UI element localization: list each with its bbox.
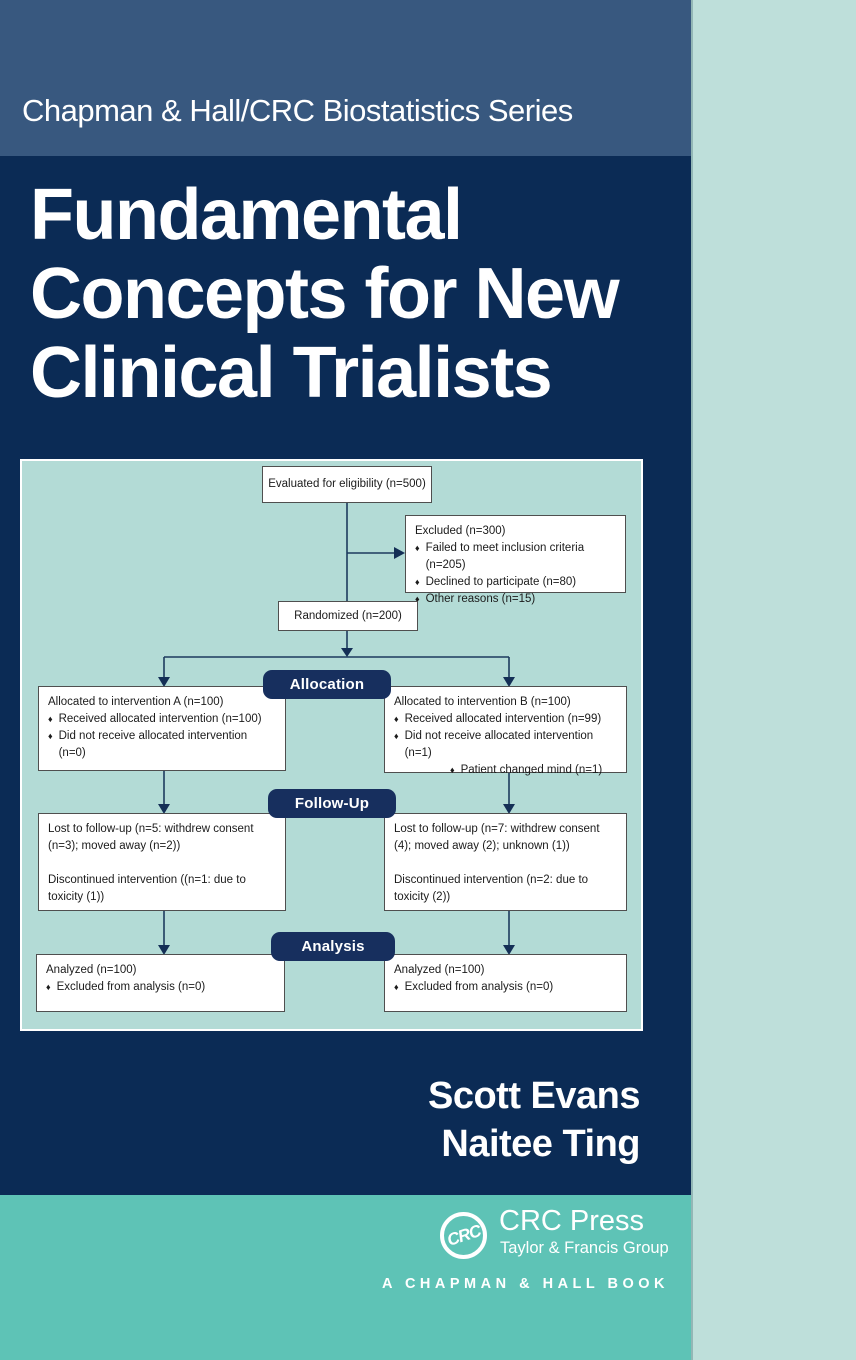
publisher-group: Taylor & Francis Group bbox=[500, 1239, 669, 1257]
diamond-bullet-icon: ♦ bbox=[48, 714, 53, 724]
analysis-b-box: Analyzed (n=100) ♦ Excluded from analysi… bbox=[384, 954, 627, 1012]
allocation-a-title: Allocated to intervention A (n=100) bbox=[48, 696, 224, 708]
author-name: Naitee Ting bbox=[441, 1123, 640, 1165]
analysis-a-title: Analyzed (n=100) bbox=[46, 964, 137, 976]
publisher-name: CRC Press bbox=[499, 1205, 645, 1237]
connector-lines bbox=[158, 503, 515, 955]
diamond-bullet-icon: ♦ bbox=[394, 731, 399, 741]
allocation-a-box: Allocated to intervention A (n=100) ♦ Re… bbox=[38, 686, 286, 771]
crc-monogram: CRC bbox=[444, 1220, 483, 1250]
allocation-a-bullet: ♦ Received allocated intervention (n=100… bbox=[48, 711, 276, 728]
diamond-bullet-icon: ♦ bbox=[450, 765, 455, 775]
eligibility-text: Evaluated for eligibility (n=500) bbox=[268, 478, 426, 490]
diamond-bullet-icon: ♦ bbox=[415, 577, 420, 587]
cover-main-area: Fundamental Concepts for New Clinical Tr… bbox=[0, 156, 691, 1195]
series-band: Chapman & Hall/CRC Biostatistics Series bbox=[0, 0, 691, 156]
excluded-bullet: ♦ Other reasons (n=15) bbox=[415, 591, 616, 608]
allocation-b-sub-bullet: ♦ Patient changed mind (n=1) bbox=[450, 762, 617, 779]
diamond-bullet-icon: ♦ bbox=[394, 714, 399, 724]
diamond-bullet-icon: ♦ bbox=[48, 731, 53, 741]
excluded-box: Excluded (n=300) ♦ Failed to meet inclus… bbox=[405, 515, 626, 605]
series-title: Chapman & Hall/CRC Biostatistics Series bbox=[22, 93, 573, 128]
diamond-bullet-icon: ♦ bbox=[415, 594, 420, 604]
followup-a-box: Lost to follow-up (n=5: withdrew consent… bbox=[38, 813, 286, 911]
allocation-a-bullet: ♦ Did not receive allocated intervention… bbox=[48, 730, 248, 759]
authors-block: Scott Evans Naitee Ting bbox=[0, 1072, 641, 1168]
excluded-title: Excluded (n=300) bbox=[415, 525, 506, 537]
allocation-b-bullet: ♦ Received allocated intervention (n=99) bbox=[394, 711, 617, 728]
followup-b-discontinued: Discontinued intervention (n=2: due to t… bbox=[394, 874, 589, 903]
eligibility-box: Evaluated for eligibility (n=500) bbox=[262, 466, 432, 503]
randomized-text: Randomized (n=200) bbox=[294, 609, 402, 622]
diamond-bullet-icon: ♦ bbox=[46, 982, 51, 992]
allocation-b-box: Allocated to intervention B (n=100) ♦ Re… bbox=[384, 686, 627, 776]
author-name: Scott Evans bbox=[427, 1075, 641, 1117]
book-title: Fundamental Concepts for New Clinical Tr… bbox=[30, 175, 620, 413]
analysis-b-title: Analyzed (n=100) bbox=[394, 964, 485, 976]
book-title-line-2: Concepts for New bbox=[30, 254, 620, 334]
diamond-bullet-icon: ♦ bbox=[394, 982, 399, 992]
analysis-b-bullet: ♦ Excluded from analysis (n=0) bbox=[394, 979, 617, 996]
allocation-b-title: Allocated to intervention B (n=100) bbox=[394, 696, 571, 708]
analysis-stage-label: Analysis bbox=[271, 932, 395, 961]
crc-logo: CRC bbox=[440, 1212, 487, 1259]
followup-b-lost: Lost to follow-up (n=7: withdrew consent… bbox=[394, 823, 600, 852]
book-title-line-1: Fundamental bbox=[30, 175, 463, 255]
followup-b-box: Lost to follow-up (n=7: withdrew consent… bbox=[384, 813, 627, 911]
analysis-a-bullet: ♦ Excluded from analysis (n=0) bbox=[46, 979, 275, 996]
randomized-box: Randomized (n=200) bbox=[278, 601, 418, 631]
publisher-footer: CRC CRC Press Taylor & Francis Group A C… bbox=[0, 1195, 691, 1360]
imprint-line: A CHAPMAN & HALL BOOK bbox=[382, 1276, 670, 1292]
followup-stage-label: Follow-Up bbox=[268, 789, 396, 818]
allocation-stage-label: Allocation bbox=[263, 670, 391, 699]
diamond-bullet-icon: ♦ bbox=[415, 543, 420, 553]
allocation-b-bullet: ♦ Did not receive allocated intervention… bbox=[394, 730, 594, 759]
excluded-bullet: ♦ Declined to participate (n=80) bbox=[415, 574, 616, 591]
analysis-a-box: Analyzed (n=100) ♦ Excluded from analysi… bbox=[36, 954, 285, 1012]
book-title-line-3: Clinical Trialists bbox=[30, 333, 553, 413]
followup-a-lost: Lost to follow-up (n=5: withdrew consent… bbox=[48, 823, 254, 852]
excluded-bullet: ♦ Failed to meet inclusion criteria (n=2… bbox=[415, 542, 585, 571]
right-edge-strip bbox=[691, 0, 856, 1360]
consort-flow-diagram: Evaluated for eligibility (n=500) Exclud… bbox=[20, 459, 643, 1031]
followup-a-discontinued: Discontinued intervention ((n=1: due to … bbox=[48, 874, 246, 903]
